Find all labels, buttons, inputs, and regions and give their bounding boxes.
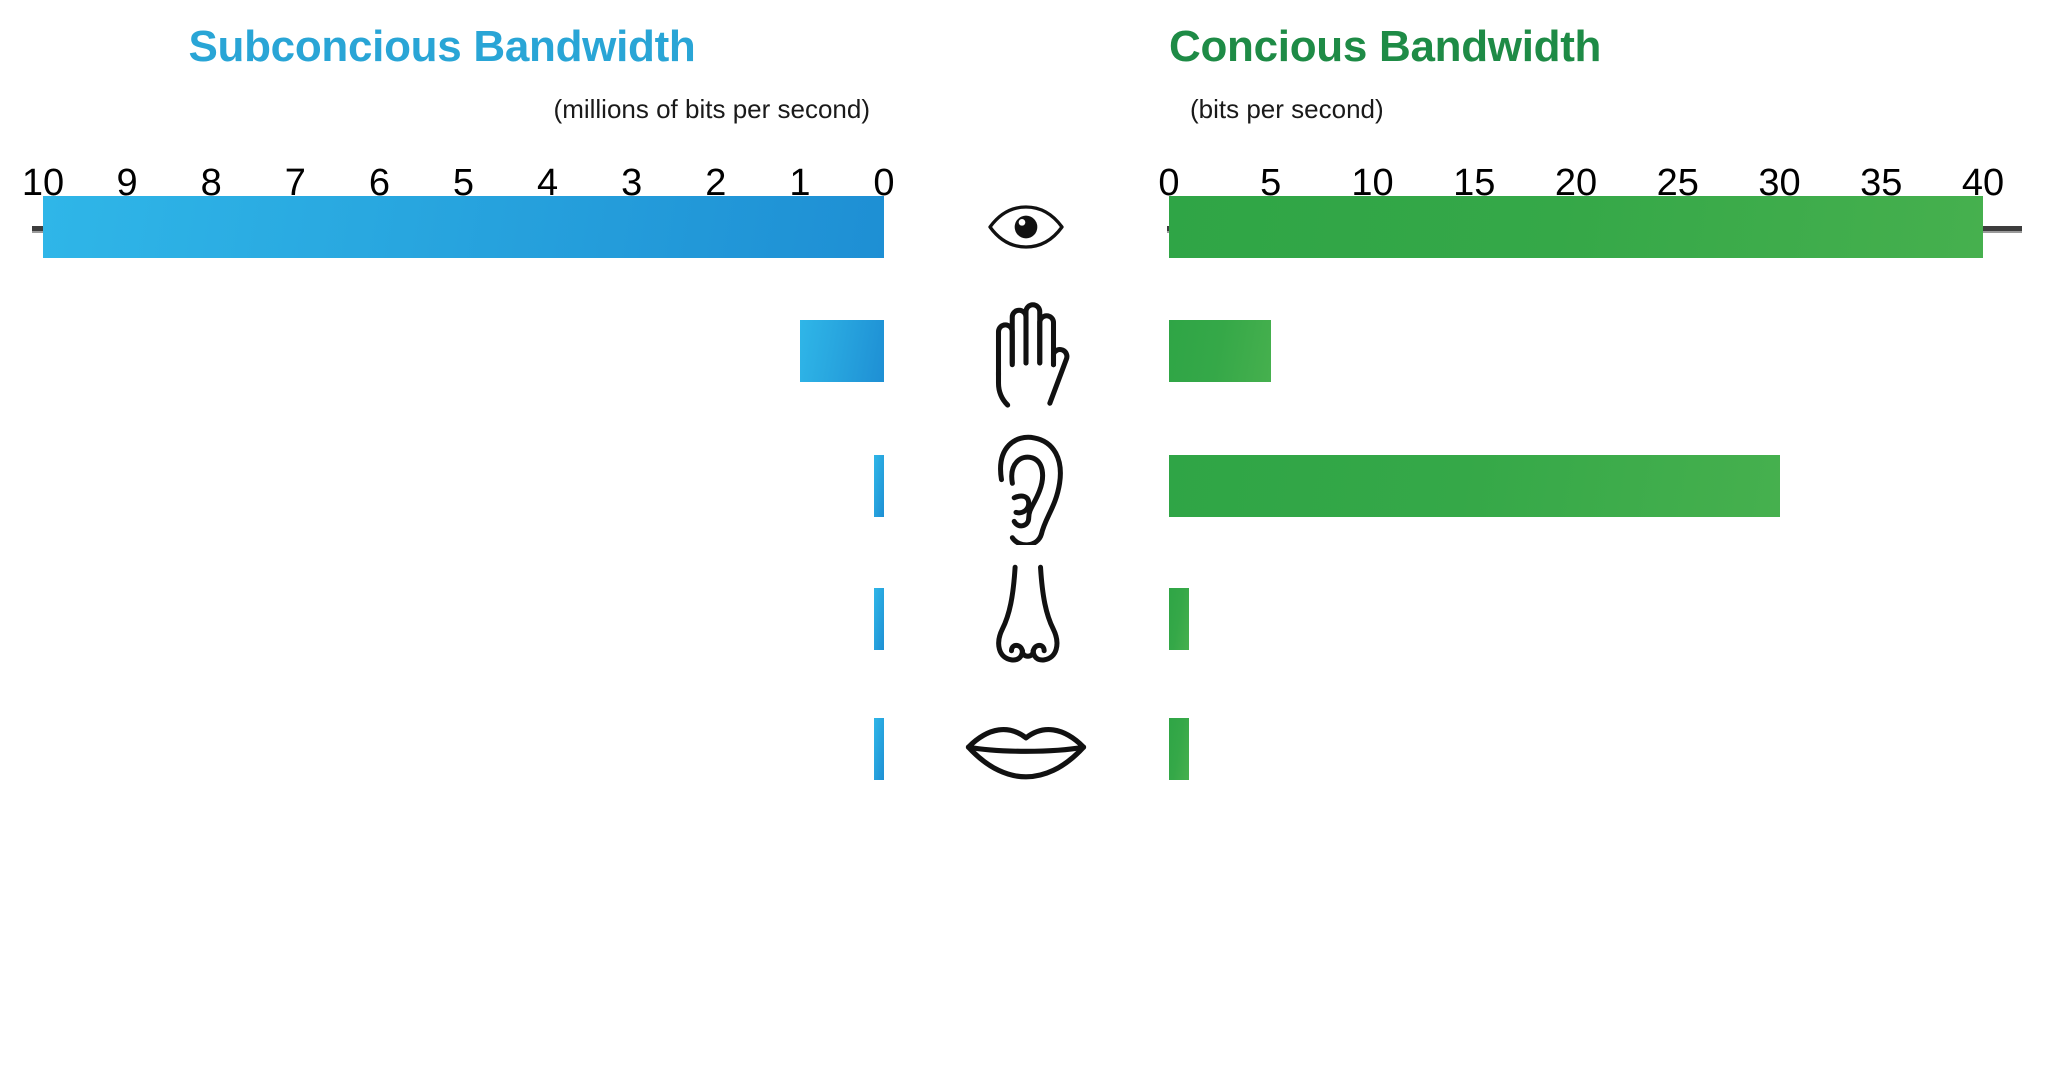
right-axis-tick-0: 0 (1158, 162, 1180, 204)
eye-icon (961, 187, 1091, 267)
left-panel-units: (millions of bits per second) (553, 94, 870, 124)
left-axis-tick-1: 1 (789, 162, 811, 204)
left-axis-tick-3: 3 (621, 162, 643, 204)
bar-row-eyes (0, 196, 2056, 258)
subconscious-bar-eyes (43, 196, 884, 258)
subconscious-bar-nose (874, 588, 884, 650)
left-axis-tick-9: 9 (116, 162, 138, 204)
bar-row-mouth (0, 718, 2056, 780)
conscious-bar-mouth (1169, 718, 1190, 780)
left-axis-tick-7: 7 (284, 162, 306, 204)
left-axis-tick-2: 2 (705, 162, 727, 204)
subconscious-bar-skin (799, 320, 884, 382)
conscious-bar-nose (1169, 588, 1190, 650)
left-axis-tick-8: 8 (200, 162, 222, 204)
left-panel-title: Subconcious Bandwidth (188, 22, 696, 71)
left-axis-tick-5: 5 (452, 162, 475, 204)
mouth-icon (961, 711, 1091, 787)
subconscious-bar-ears (874, 455, 884, 517)
nose-icon (971, 560, 1081, 678)
ear-icon (976, 427, 1076, 545)
left-axis-tick-4: 4 (537, 162, 559, 204)
conscious-bar-ears (1169, 455, 1780, 517)
left-axis-tick-0: 0 (873, 162, 895, 204)
right-axis-tick-5: 5 (1260, 162, 1282, 204)
left-axis-tick-6: 6 (368, 162, 390, 204)
right-panel-title: Concious Bandwidth (1169, 22, 1602, 71)
subconscious-bar-mouth (874, 718, 884, 780)
hand-icon (971, 291, 1081, 411)
bar-row-skin (0, 302, 2056, 408)
conscious-bar-eyes (1169, 196, 1983, 258)
conscious-bar-skin (1169, 320, 1271, 382)
bar-row-ears (0, 434, 2056, 545)
right-panel-units: (bits per second) (1190, 94, 1384, 124)
bar-row-nose (0, 564, 2056, 663)
